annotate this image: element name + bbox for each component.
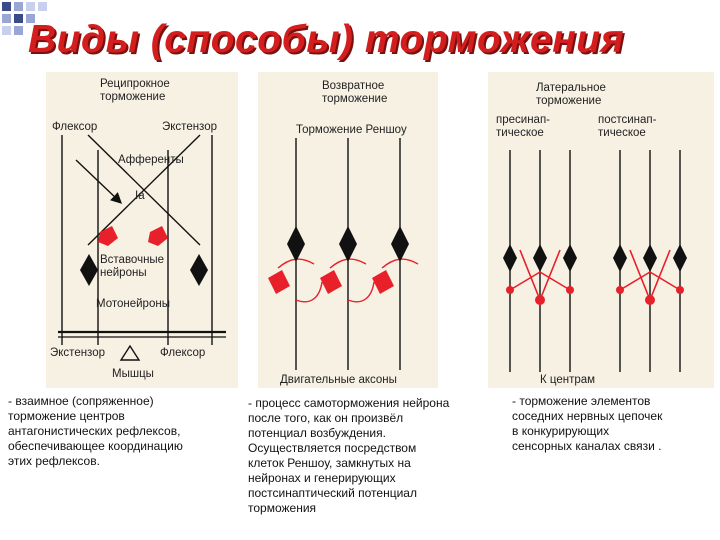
reciprocal-heading: Реципрокное торможение: [100, 78, 170, 103]
panel-reciprocal: [46, 72, 238, 388]
recurrent-heading: Возвратное торможение: [322, 80, 388, 105]
presynaptic-label: пресинап- тическое: [496, 114, 550, 139]
axons-label: Двигательные аксоны: [280, 374, 397, 386]
interneurons-label: Вставочные нейроны: [100, 254, 165, 279]
renshaw-cells: [268, 270, 394, 294]
muscles-label: Мышцы: [112, 368, 154, 380]
reciprocal-description: - взаимное (сопряженное) торможение цент…: [8, 394, 183, 468]
to-centers-label: К центрам: [540, 374, 596, 386]
panel-lateral: [488, 72, 714, 388]
afferents-label: Афференты: [118, 154, 184, 166]
recurrent-motoneurons: [287, 226, 409, 262]
flexor-bottom-label: Флексор: [160, 347, 206, 359]
recurrent-description: - процесс самоторможения нейрона после т…: [248, 396, 450, 515]
extensor-bottom-label: Экстензор: [50, 347, 105, 359]
page-title: Виды (способы) торможения: [28, 18, 625, 61]
lateral-inhibitory-synapses: [506, 286, 684, 305]
ia-label: Ia: [135, 190, 145, 202]
extensor-label: Экстензор: [162, 121, 217, 133]
reciprocal-motoneurons: [80, 254, 208, 286]
motoneurons-label: Мотонейроны: [96, 298, 170, 310]
reciprocal-interneurons: [98, 226, 168, 246]
postsynaptic-label: постсинап- тическое: [598, 114, 657, 139]
renshaw-label: Торможение Реншоу: [296, 124, 407, 136]
reciprocal-diagram: [58, 134, 226, 361]
lateral-heading: Латеральное торможение: [536, 82, 606, 107]
lateral-description: - торможение элементов соседних нервных …: [512, 394, 663, 453]
flexor-label: Флексор: [52, 121, 98, 133]
lateral-neurons: [503, 244, 687, 272]
